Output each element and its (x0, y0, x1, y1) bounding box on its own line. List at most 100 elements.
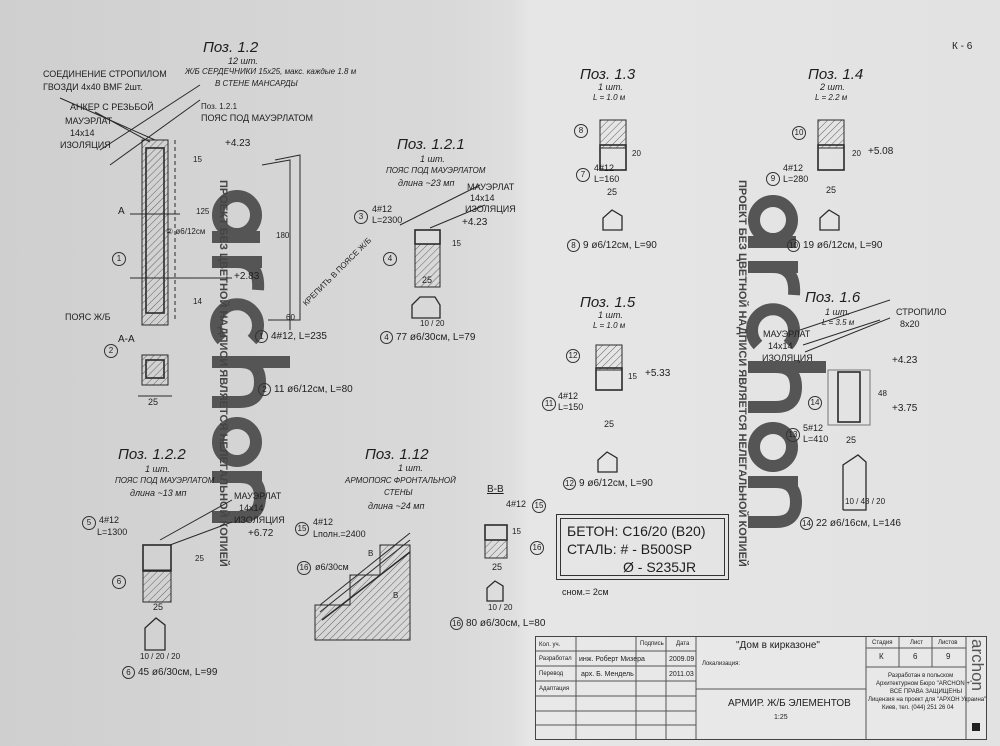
p12-title: Поз. 1.2 (203, 39, 259, 56)
p122-dim-width: 25 (153, 602, 164, 612)
p12-section-mark: А (118, 206, 125, 217)
mark-11: 11 (542, 397, 556, 411)
mark-14-label: 14 (800, 517, 813, 530)
p16-mauerlat-size: 14x14 (768, 341, 793, 351)
p12-dim-180: 180 (276, 231, 290, 240)
p14-dim-width: 25 (826, 185, 837, 195)
steel-grade: СТАЛЬ: # - B500SP (567, 541, 693, 557)
p13-qty: 1 шт. (598, 82, 623, 92)
p12-dim-15: 15 (193, 155, 202, 164)
tb-h-date: Дата (676, 641, 690, 647)
tb-h-qty: Кол. уч. (539, 642, 561, 648)
p121-title: Поз. 1.2.1 (397, 136, 465, 153)
p15-rebar: 4#12 (558, 391, 579, 401)
mark-2: 2 (104, 344, 118, 358)
p112-rebar: 4#12 (313, 517, 334, 527)
p16-rafter: СТРОПИЛО (896, 307, 947, 317)
title-block: Кол. уч. Подпись Дата Разработал инж. Ро… (535, 636, 987, 740)
p15-rebar-len: L=150 (558, 402, 584, 412)
p12-belt: ПОЯС Ж/Б (65, 312, 111, 322)
p121-mauerlat: МАУЭРЛАТ (467, 182, 515, 192)
tb-dev5: Киев, тел. (044) 251 26 04 (882, 705, 954, 711)
p12-anchor: АНКЕР С РЕЗЬБОЙ (70, 102, 154, 112)
p112-qty: 1 шт. (398, 463, 423, 473)
mark-10: 10 (792, 126, 806, 140)
sheet-code: К - 6 (952, 41, 973, 52)
mark-14: 14 (808, 396, 822, 410)
tb-stage-label: Стадия (872, 640, 893, 646)
p122-mauerlat-size: 14x14 (239, 503, 264, 513)
p16-length: L = 3.5 м (822, 318, 855, 327)
mark-13: 13 (786, 428, 800, 442)
p12-bar2-text: 11 ø6/12см, L=80 (274, 384, 353, 395)
tb-translated-by: арх. Б. Мендель (581, 671, 634, 678)
tb-scale: 1:25 (774, 714, 788, 721)
tb-sheet: 6 (913, 652, 918, 661)
tb-sheets-label: Листов (938, 640, 958, 646)
tb-translated-label: Перевод (539, 671, 564, 677)
mark-4-label: 4 (380, 331, 393, 344)
p13-dim-height: 20 (632, 149, 641, 158)
tb-sheet-label: Лист (910, 640, 924, 646)
p15-dim-width: 25 (604, 419, 615, 429)
p112-cut-mark-2: В (393, 591, 399, 600)
mark-12: 12 (566, 349, 580, 363)
concrete-cover: cном.= 2см (562, 587, 609, 597)
p122-rebar-len: L=1300 (97, 527, 128, 537)
p122-stirrup-dims: 10 / 20 / 20 (140, 652, 181, 661)
tb-h-sign: Подпись (640, 641, 664, 647)
archon-watermark-right (746, 195, 826, 528)
p16-stirrup-text: 22 ø6/16см, L=146 (816, 518, 901, 529)
p121-insulation: ИЗОЛЯЦИЯ (465, 204, 516, 214)
p16-title: Поз. 1.6 (805, 289, 861, 306)
p12-dim-14: 14 (193, 297, 202, 306)
p14-length: L = 2.2 м (815, 93, 848, 102)
concrete-grade: БЕТОН: С16/20 (B20) (567, 523, 706, 539)
p12-dim-60: 60 (286, 313, 295, 322)
p122-mauerlat: МАУЭРЛАТ (234, 491, 282, 501)
p122-stirrup-text: 45 ø6/30см, L=99 (138, 667, 218, 678)
mark-16b: 16 (530, 541, 544, 555)
p112-sec-stirrup-dims: 10 / 20 (488, 603, 513, 612)
p16-mauerlat: МАУЭРЛАТ (763, 329, 811, 339)
p14-title: Поз. 1.4 (808, 66, 864, 83)
p14-level: +5.08 (868, 146, 894, 157)
mark-1: 1 (112, 252, 126, 266)
p12-bar1-text: 4#12, L=235 (271, 331, 327, 342)
p12-connection1: СОЕДИНЕНИЕ СТРОПИЛОМ (43, 69, 167, 79)
p14-stirrup-text: 19 ø6/12см, L=90 (803, 240, 883, 251)
steel-grade-2: Ø - S235JR (623, 559, 697, 575)
p12-mauerlat-size: 14x14 (70, 128, 95, 138)
mark-15: 15 (295, 522, 309, 536)
tb-translated-date: 2011.03 (669, 671, 694, 678)
p122-qty: 1 шт. (145, 464, 170, 474)
p16-rebar: 5#12 (803, 423, 824, 433)
p121-dim-width: 25 (422, 275, 433, 285)
p121-rebar-len: L=2300 (372, 215, 403, 225)
p13-rebar-len: L=160 (594, 174, 620, 184)
p112-desc1: АРМОПОЯС ФРОНТАЛЬНОЙ (345, 476, 456, 485)
p14-rebar: 4#12 (783, 163, 804, 173)
tb-adaptation-label: Адаптация (539, 686, 570, 692)
p112-sec-dim-width: 25 (492, 562, 503, 572)
tb-dev4: Лицензия на проект для "АРХОН Украина" (868, 697, 987, 703)
tb-sheet-title: АРМИР. Ж/Б ЭЛЕМЕНТОВ (728, 698, 851, 709)
title-block-grid (536, 637, 967, 739)
tb-project: "Дом в кирказоне" (736, 640, 820, 651)
p112-desc2: СТЕНЫ (384, 488, 413, 497)
p112-sec-dim-height: 15 (512, 527, 521, 536)
p16-qty: 1 шт. (825, 307, 850, 317)
tb-sheets: 9 (946, 652, 951, 661)
p12-level-bottom: +2.83 (234, 271, 260, 282)
p15-qty: 1 шт. (598, 310, 623, 320)
p12-level-top: +4.23 (225, 138, 251, 149)
p122-title: Поз. 1.2.2 (118, 446, 186, 463)
p12-desc1: Ж/Б СЕРДЕЧНИКИ 15x25, макс. каждые 1.8 м (185, 67, 357, 76)
mark-10-label: 10 (787, 239, 800, 252)
